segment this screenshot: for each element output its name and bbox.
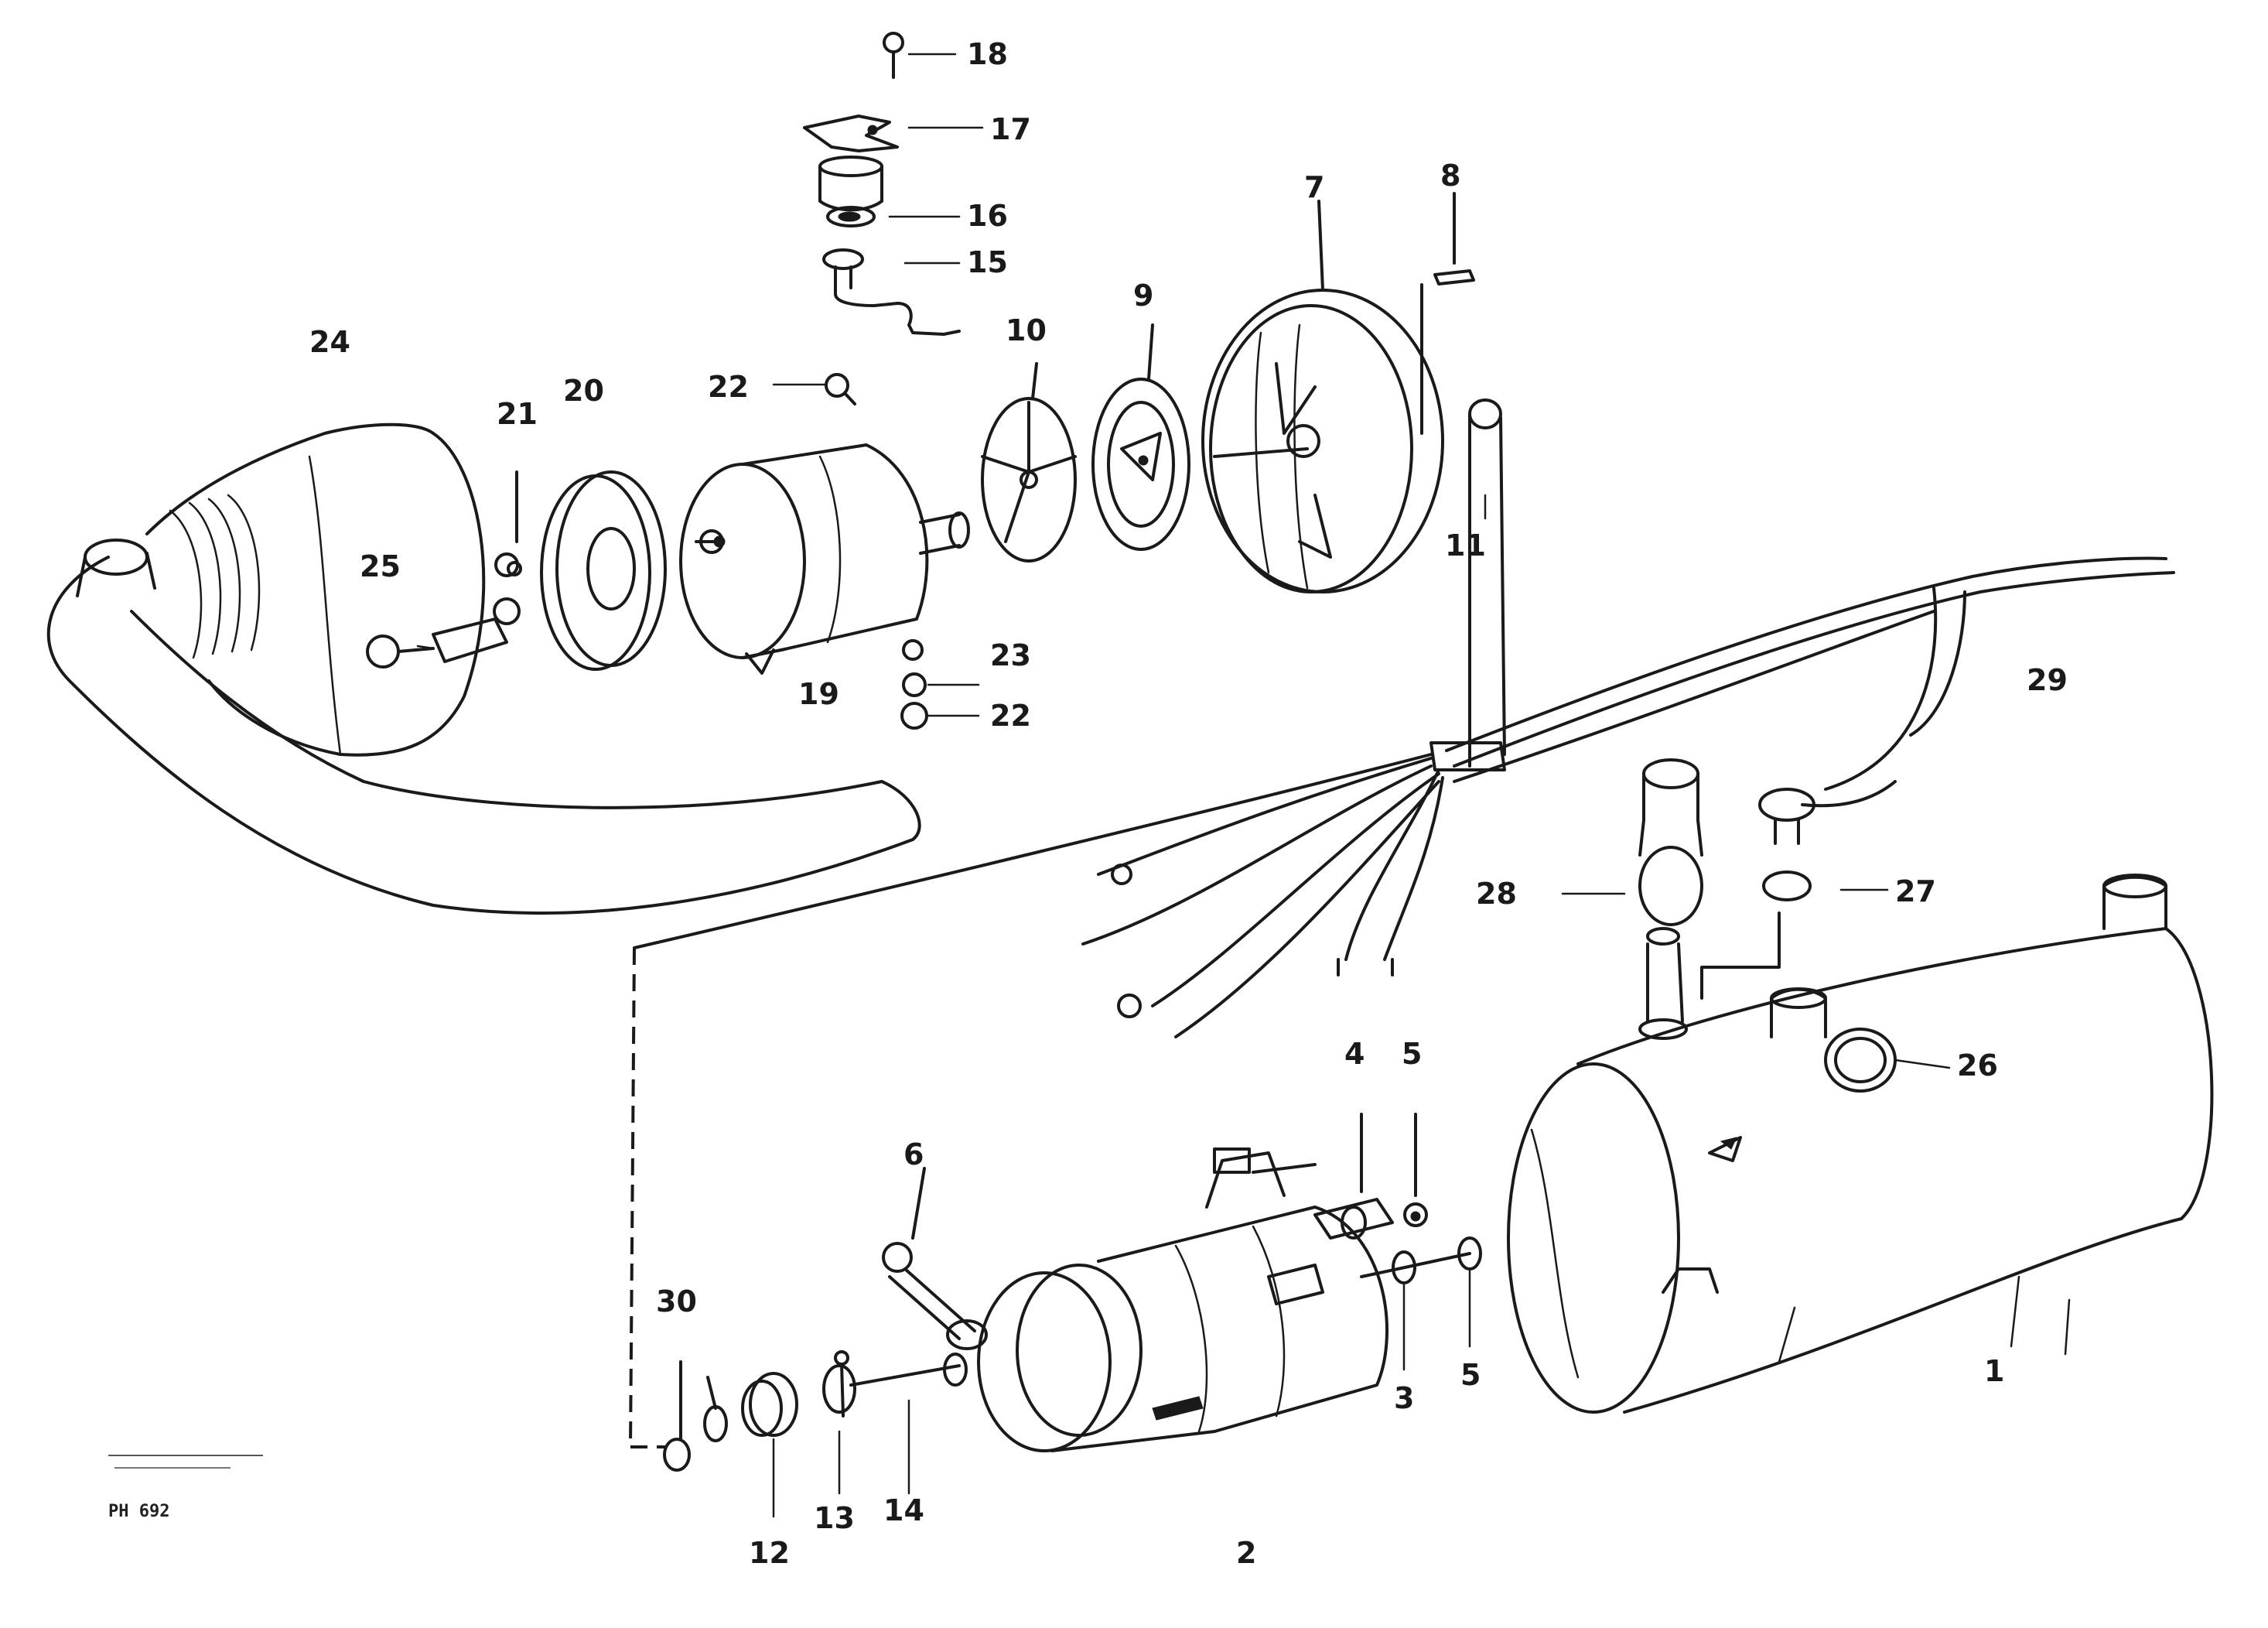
shaft-parts-12-14-30 xyxy=(663,1350,968,1518)
callout-26: 26 xyxy=(1957,1048,1998,1082)
callout-5a: 5 xyxy=(1402,1037,1422,1071)
callout-22a: 22 xyxy=(708,370,749,404)
callout-2: 2 xyxy=(1236,1536,1256,1570)
coupling-disc-9 xyxy=(1091,323,1190,551)
callout-22b: 22 xyxy=(990,699,1031,733)
callout-15: 15 xyxy=(967,245,1008,279)
motor-body-19 xyxy=(679,443,970,675)
callout-12: 12 xyxy=(749,1536,790,1570)
callout-3: 3 xyxy=(1394,1381,1414,1415)
callout-18: 18 xyxy=(967,37,1008,71)
lever-6 xyxy=(882,1167,988,1350)
callout-7: 7 xyxy=(1304,170,1324,204)
screw-22-top xyxy=(772,373,856,405)
fittings-3-4-5 xyxy=(1313,1113,1482,1371)
wire-harness-29 xyxy=(633,556,2175,1038)
fitting-stack-15-18 xyxy=(803,32,984,336)
callout-25: 25 xyxy=(360,549,401,583)
dashed-routing-line xyxy=(629,947,665,1448)
callout-24: 24 xyxy=(309,325,350,359)
callout-23: 23 xyxy=(990,638,1031,672)
callout-9: 9 xyxy=(1133,279,1153,313)
starter-motor-2 xyxy=(977,1147,1388,1452)
callout-16: 16 xyxy=(967,199,1008,233)
washers-23-22 xyxy=(900,639,980,730)
leader-lines xyxy=(416,645,2071,1356)
callout-1: 1 xyxy=(1984,1354,2004,1388)
stamp-id: PH 692 xyxy=(108,1502,169,1521)
callout-6: 6 xyxy=(903,1137,924,1171)
flange-disc-20 xyxy=(540,470,667,671)
callout-11: 11 xyxy=(1445,528,1486,563)
cylinder-tank-1 xyxy=(1507,874,2214,1414)
callout-10: 10 xyxy=(1006,313,1047,347)
callout-27: 27 xyxy=(1895,874,1936,908)
callout-29: 29 xyxy=(2027,663,2068,697)
bracket-11 xyxy=(1468,398,1506,768)
callout-20: 20 xyxy=(563,374,604,408)
callout-28: 28 xyxy=(1476,877,1517,911)
callout-21: 21 xyxy=(497,397,538,431)
callout-14: 14 xyxy=(883,1493,924,1527)
drawing-stamp: PH 692 xyxy=(108,1455,263,1521)
callout-19: 19 xyxy=(798,677,839,711)
coupling-disc-10 xyxy=(981,362,1077,563)
callout-numbers: 1 2 3 4 5 5 6 7 8 9 10 11 12 13 14 15 16… xyxy=(309,37,2068,1570)
callout-13: 13 xyxy=(814,1501,855,1535)
sensors-26-27 xyxy=(1638,758,1897,1040)
callout-4: 4 xyxy=(1344,1037,1365,1071)
callout-5b: 5 xyxy=(1460,1358,1481,1392)
callout-8: 8 xyxy=(1440,159,1460,193)
callout-17: 17 xyxy=(990,112,1031,146)
intake-housing-24 xyxy=(46,422,921,915)
callout-30: 30 xyxy=(656,1284,697,1318)
fan-wheel-7 xyxy=(1201,192,1475,593)
